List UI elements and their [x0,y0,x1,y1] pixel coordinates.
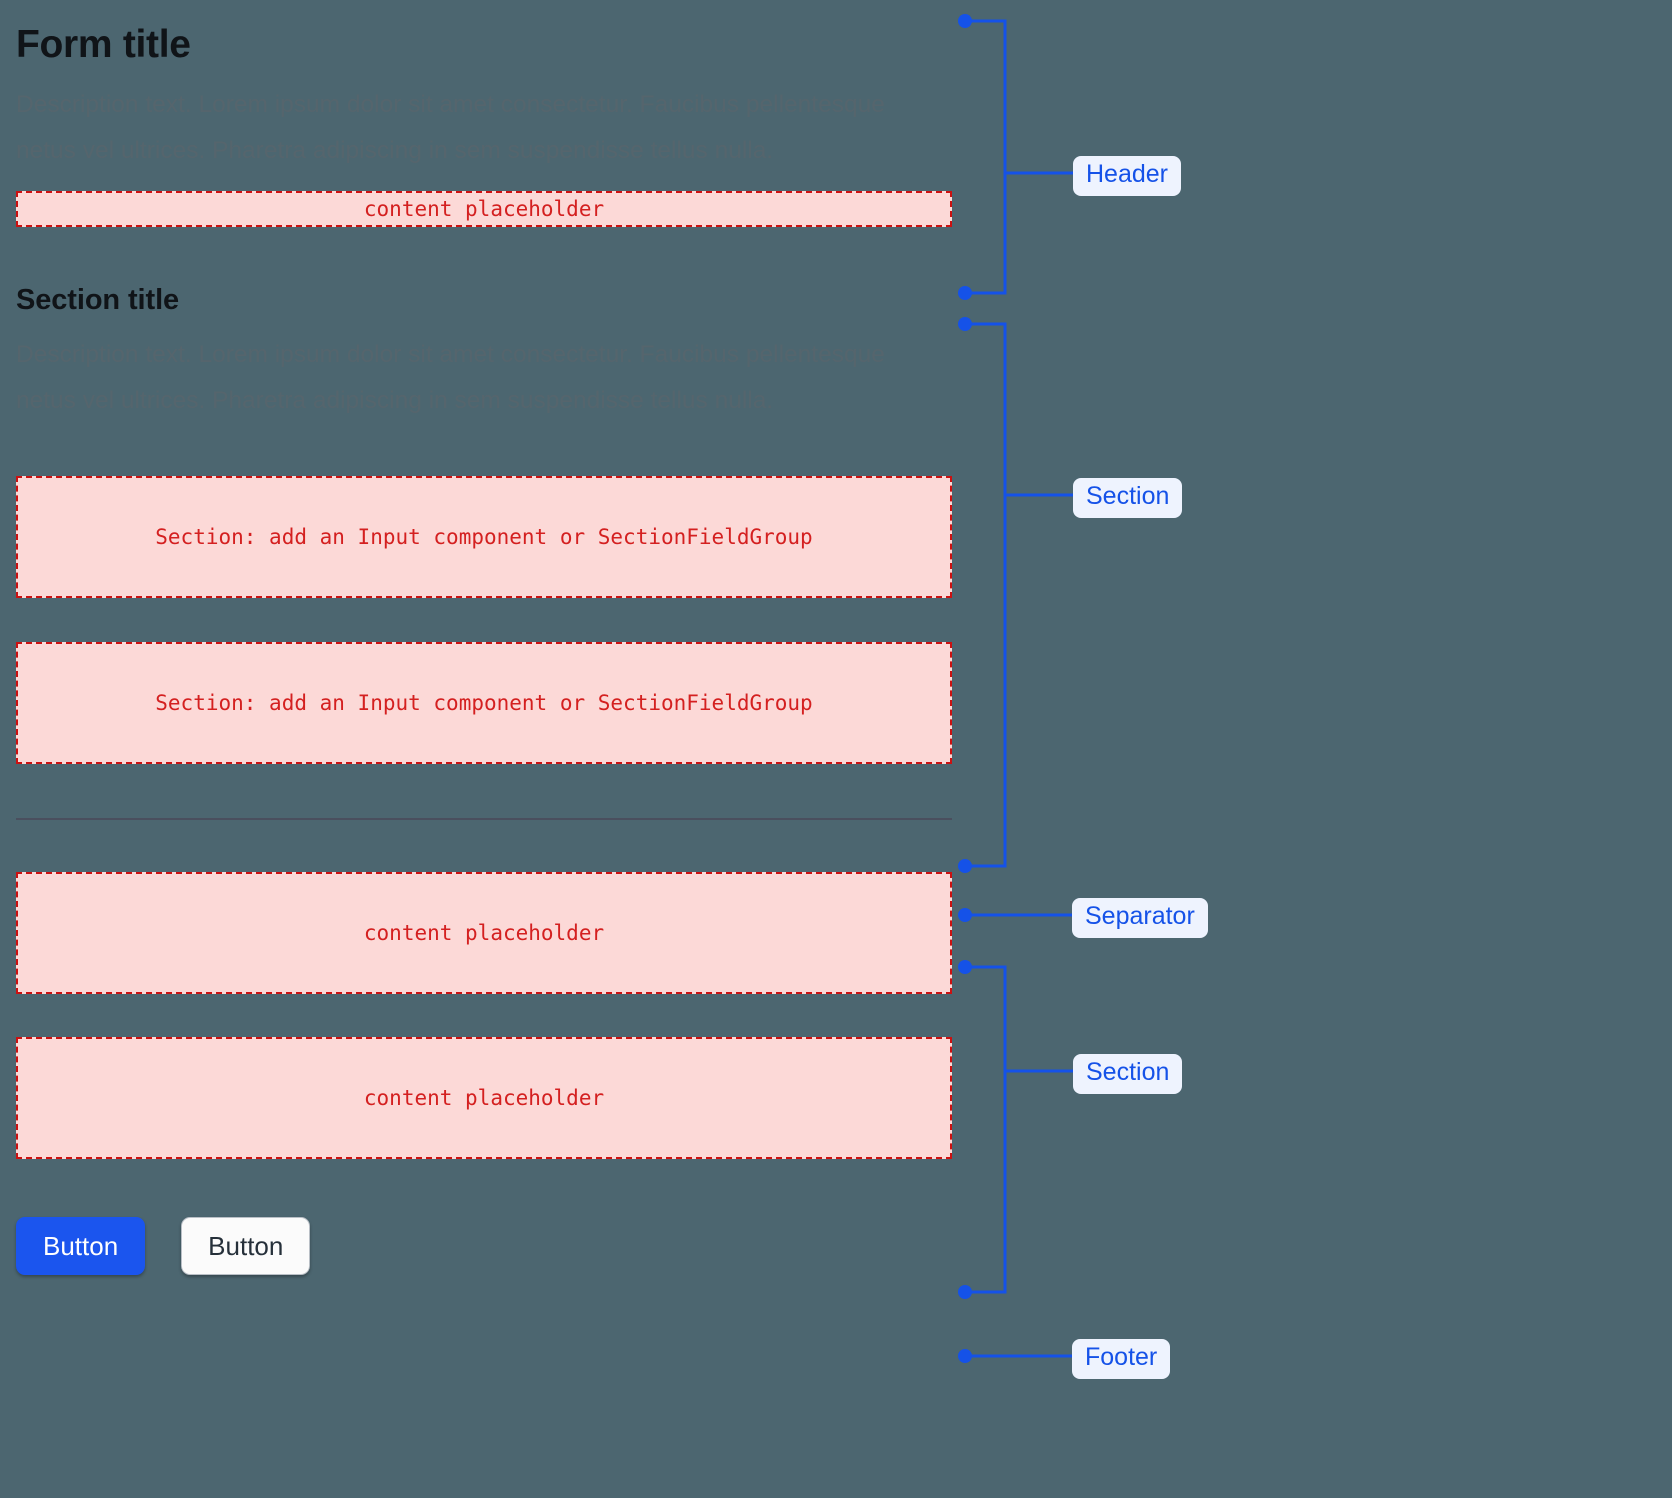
header-description: Description text. Lorem ipsum dolor sit … [16,91,885,164]
section-title: Section title [16,284,180,317]
section-field-placeholder-2: Section: add an Input component or Secti… [16,642,952,765]
section2-placeholder-2-label: content placeholder [363,1086,605,1111]
form-container: Form title Description text. Lorem ipsum… [16,0,952,1276]
section-anchor-dot-bottom [958,859,972,873]
section2-bracket [965,965,1007,1294]
section-description: Description text. Lorem ipsum dolor sit … [16,340,885,414]
separator-anchor-dot [958,908,972,922]
section-field-placeholder-2-label: Section: add an Input component or Secti… [155,691,813,716]
form-footer: Button Button [16,1217,952,1276]
form-header: Form title Description text. Lorem ipsum… [16,22,952,228]
section2-anchor-dot-top [958,960,972,974]
annotation-label-section2[interactable]: Section [1073,1054,1183,1094]
header-content-placeholder: content placeholder [16,191,952,228]
page-title: Form title [16,23,191,66]
form-section-2: content placeholder content placeholder [16,872,952,1160]
secondary-button[interactable]: Button [181,1217,311,1276]
section-anchor-dot-top [958,317,972,331]
section-field-placeholder-1: Section: add an Input component or Secti… [16,476,952,599]
separator [16,818,952,821]
header-anchor-dot-bottom [958,286,972,300]
section2-content-placeholder-1: content placeholder [16,872,952,995]
section2-content-placeholder-2: content placeholder [16,1037,952,1160]
header-placeholder-label: content placeholder [363,197,605,222]
section-field-placeholder-1-label: Section: add an Input component or Secti… [155,525,813,550]
section-bracket [965,322,1007,868]
section2-anchor-dot-bottom [958,1285,972,1299]
footer-anchor-dot [958,1349,972,1363]
annotation-label-header[interactable]: Header [1073,156,1181,196]
annotation-label-separator[interactable]: Separator [1072,898,1208,938]
header-anchor-dot-top [958,14,972,28]
form-section: Section title Description text. Lorem ip… [16,283,952,765]
primary-button[interactable]: Button [16,1217,146,1276]
section2-placeholder-1-label: content placeholder [363,921,605,946]
header-bracket [965,19,1007,295]
annotation-label-footer[interactable]: Footer [1072,1339,1171,1379]
annotation-label-section[interactable]: Section [1073,478,1183,518]
